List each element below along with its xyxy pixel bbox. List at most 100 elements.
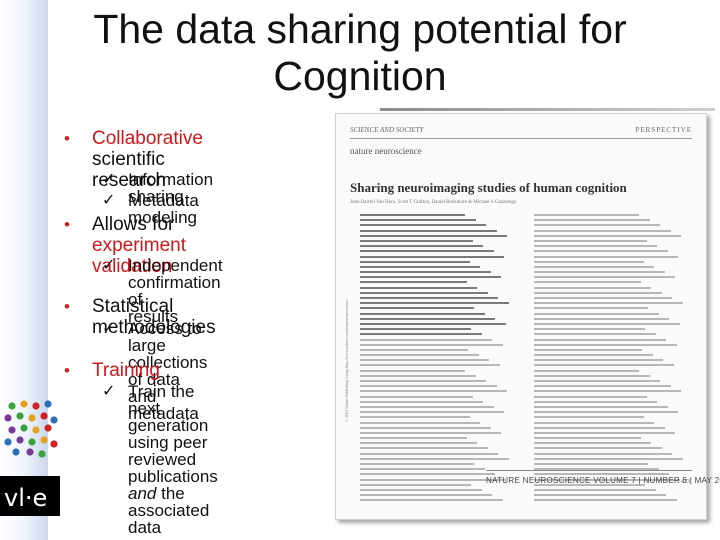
vle-logo-icon xyxy=(4,400,58,458)
paper-text-line xyxy=(360,463,474,465)
sub-bullet-text: Access to large collections xyxy=(128,319,208,372)
paper-article-title: Sharing neuroimaging studies of human co… xyxy=(350,180,627,195)
paper-text-line xyxy=(534,354,653,357)
paper-text-line xyxy=(360,234,507,237)
logo-dot xyxy=(26,448,34,456)
bullet-line: research xyxy=(92,170,203,191)
paper-copyright-vertical: © 2004 Nature Publishing Group http://ww… xyxy=(344,298,349,422)
paper-text-line xyxy=(360,276,501,279)
paper-text-line xyxy=(360,224,486,227)
paper-text-line xyxy=(360,229,497,232)
logo-dot xyxy=(12,448,20,456)
paper-text-line xyxy=(534,385,671,388)
paper-text-line xyxy=(360,483,471,486)
bullet-line: validation xyxy=(92,256,186,277)
paper-text-line xyxy=(534,421,654,424)
paper-text-line xyxy=(360,364,500,367)
bullet-text: Allows for xyxy=(92,214,175,235)
bullet-line: Statistical methodologies xyxy=(92,296,216,338)
paper-text-line xyxy=(534,234,681,237)
logo-dot xyxy=(50,416,58,424)
paper-text-line xyxy=(360,265,480,268)
paper-text-line xyxy=(360,405,494,408)
paper-text-line xyxy=(360,239,473,242)
paper-text-line xyxy=(534,405,668,408)
paper-text-line xyxy=(360,359,489,362)
logo-dot xyxy=(40,436,48,444)
paper-text-line xyxy=(534,271,665,274)
paper-text-line xyxy=(534,239,647,242)
paper-text-line xyxy=(534,359,663,362)
logo-dot xyxy=(16,436,24,444)
logo-dot xyxy=(44,400,52,408)
paper-text-line xyxy=(534,281,641,284)
paper-text-line xyxy=(360,333,482,336)
paper-text-line xyxy=(534,468,659,471)
checkmark-icon: ✓ xyxy=(102,171,116,188)
paper-text-line xyxy=(534,250,668,253)
paper-perspective-label: PERSPECTIVE xyxy=(635,126,692,134)
sub-bullet-text: results xyxy=(128,307,179,326)
paper-text-line xyxy=(534,312,659,315)
paper-text-line xyxy=(360,426,491,429)
paper-text-line xyxy=(534,483,645,486)
paper-text-line xyxy=(360,219,476,222)
sub-bullet-text: Train the next generation xyxy=(128,382,209,435)
slide-title-line2: Cognition xyxy=(273,53,447,99)
paper-text-line xyxy=(534,338,666,341)
paper-text-line xyxy=(360,250,494,253)
bullet-line: Collaborative scientific xyxy=(92,128,203,170)
paper-section-label: SCIENCE AND SOCIETY xyxy=(350,126,424,134)
paper-text-line xyxy=(534,431,675,434)
logo-dot xyxy=(32,426,40,434)
checkmark-icon: ✓ xyxy=(102,383,116,400)
paper-text-line xyxy=(534,297,672,299)
paper-text-line xyxy=(534,369,639,372)
bullet-item: •Training xyxy=(64,360,160,381)
paper-text-line xyxy=(360,416,470,419)
paper-text-line xyxy=(534,395,647,398)
paper-text-line xyxy=(534,473,669,476)
paper-text-line xyxy=(534,322,680,325)
logo-dot xyxy=(8,402,16,410)
paper-text-line xyxy=(534,291,662,294)
paper-text-line xyxy=(360,354,479,357)
bullet-dot: • xyxy=(64,129,70,148)
paper-text-line xyxy=(534,478,680,481)
paper-text-line xyxy=(360,499,503,502)
logo-dot xyxy=(20,400,28,408)
paper-left-column xyxy=(360,214,510,505)
paper-journal-name: nature neuroscience xyxy=(350,146,422,156)
bullet-text: Statistical methodologies xyxy=(92,296,216,338)
paper-text-line xyxy=(360,421,480,424)
paper-text-line xyxy=(534,255,678,258)
paper-text-line xyxy=(360,214,465,216)
paper-text-line xyxy=(360,478,506,481)
paper-text-line xyxy=(360,374,476,377)
paper-text-line xyxy=(360,291,488,294)
paper-footer-rule xyxy=(486,470,692,471)
sub-bullet-text: associated data xyxy=(128,501,210,537)
paper-text-line xyxy=(360,369,465,372)
paper-text-line xyxy=(534,229,671,232)
paper-text-line xyxy=(360,442,477,445)
paper-text-line xyxy=(534,364,674,367)
paper-text-line xyxy=(360,494,492,497)
paper-text-line xyxy=(534,390,681,393)
bullet-line: Allows for experiment xyxy=(92,214,186,256)
bullet-text: validation xyxy=(92,256,173,277)
bullet-text: scientific xyxy=(92,149,165,170)
paper-text-line xyxy=(360,488,482,491)
paper-text-line xyxy=(534,348,642,351)
paper-text-line xyxy=(360,317,495,320)
paper-text-line xyxy=(360,286,477,289)
paper-text-line xyxy=(360,431,501,434)
paper-text-line xyxy=(534,499,677,502)
sub-bullet-text: Information sharing xyxy=(128,170,214,206)
paper-text-line xyxy=(534,276,675,279)
paper-text-line xyxy=(360,348,468,351)
sub-bullet-text: of data and metadata xyxy=(128,370,199,423)
paper-header-rule xyxy=(350,138,692,139)
